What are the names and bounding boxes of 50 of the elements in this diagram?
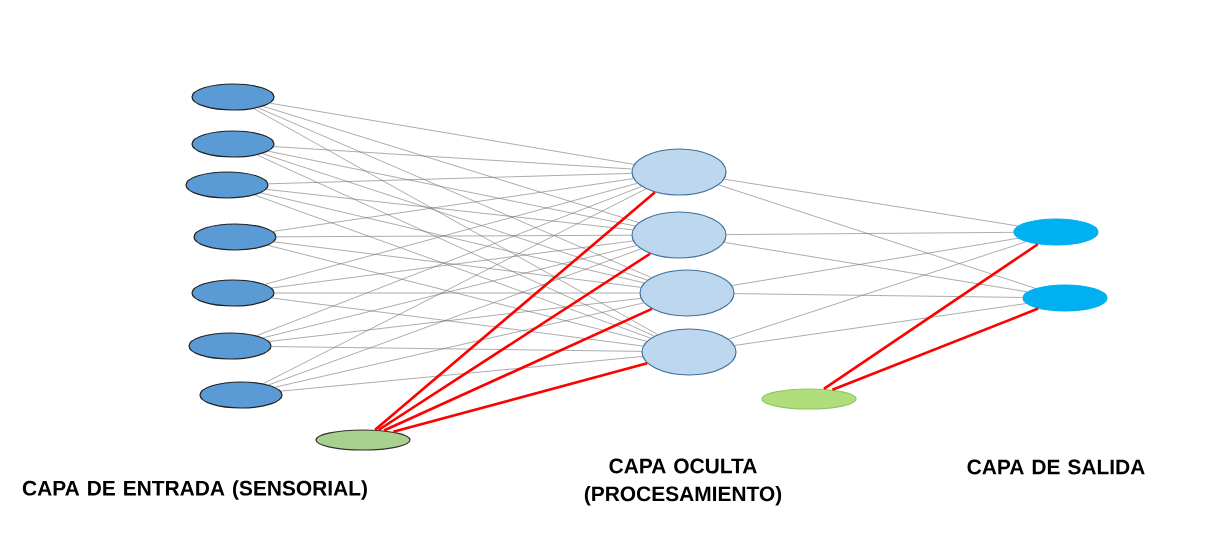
- neuron-ellipse: [315, 429, 411, 451]
- neuron-ellipse: [631, 148, 727, 196]
- connection-line: [273, 146, 633, 170]
- layer-label: CAPA DE ENTRADA (SENSORIAL): [22, 480, 367, 500]
- layer-label: CAPA OCULTA (PROCESAMIENTO): [584, 458, 782, 506]
- connection-line: [734, 293, 1023, 298]
- neuron-ellipse: [191, 130, 275, 158]
- neuron-ellipse: [639, 269, 735, 317]
- connection-line: [377, 252, 651, 432]
- connection-line: [263, 188, 647, 384]
- connection-line: [726, 232, 1014, 235]
- neuron-ellipse: [631, 211, 727, 259]
- connection-line: [272, 178, 634, 232]
- connection-line: [274, 302, 645, 388]
- neuron-ellipse: [1022, 284, 1108, 312]
- neuron-ellipse: [1013, 218, 1099, 246]
- connection-line: [256, 154, 655, 337]
- connection-line: [253, 108, 658, 335]
- connection-line: [280, 356, 643, 392]
- connection-line: [271, 346, 642, 352]
- connection-line: [374, 191, 656, 431]
- connection-line: [268, 248, 641, 386]
- connection-line: [269, 102, 635, 165]
- neuron-ellipse: [199, 381, 283, 409]
- connection-line: [266, 189, 633, 231]
- connection-line: [262, 106, 639, 223]
- connection-line: [734, 303, 1027, 346]
- neuron-ellipse: [191, 279, 275, 307]
- neuron-ellipse: [191, 83, 275, 111]
- connection-line: [724, 178, 1019, 227]
- connection-line: [718, 184, 1036, 289]
- connection-line: [268, 173, 632, 185]
- neuron-ellipse: [188, 332, 272, 360]
- connection-line: [831, 307, 1039, 391]
- connection-line: [262, 153, 648, 281]
- connection-line: [728, 241, 1027, 340]
- connection-line: [392, 362, 648, 434]
- connection-line: [383, 307, 653, 432]
- neuron-ellipse: [193, 223, 277, 251]
- neuron-ellipse: [761, 388, 857, 410]
- connection-line: [274, 292, 640, 294]
- connection-line: [268, 150, 636, 227]
- neuron-ellipse: [185, 171, 269, 199]
- connection-line: [723, 242, 1028, 293]
- connection-line: [731, 237, 1019, 286]
- neuron-ellipse: [641, 328, 737, 376]
- connection-line: [823, 243, 1039, 390]
- connection-line: [276, 234, 632, 238]
- layer-label: CAPA DE SALIDA: [967, 459, 1145, 475]
- connection-line: [257, 107, 652, 278]
